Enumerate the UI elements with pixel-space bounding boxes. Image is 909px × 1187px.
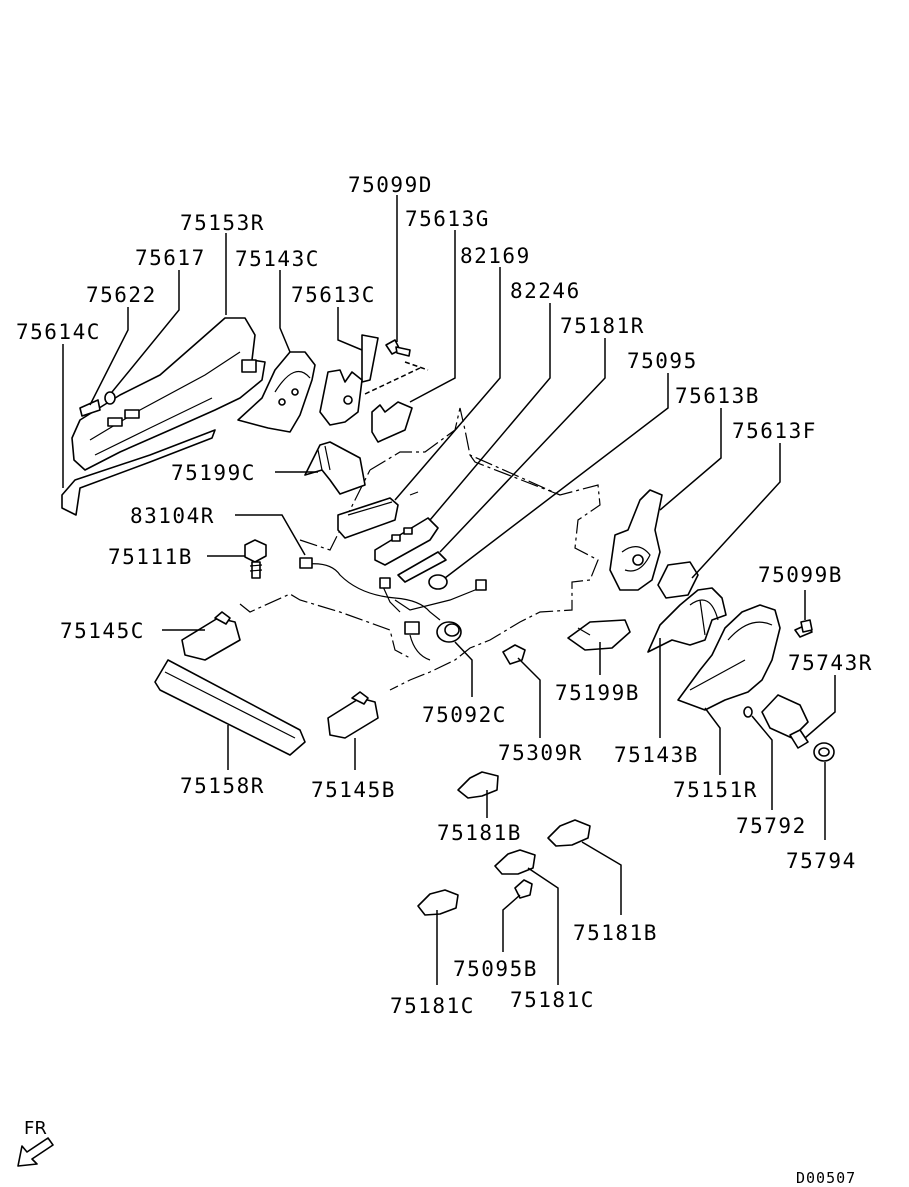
part-75145B	[327, 691, 379, 739]
label-75099D: 75099D	[348, 173, 433, 197]
part-75181R	[397, 551, 447, 583]
label-75095B: 75095B	[453, 957, 538, 981]
label-75145B: 75145B	[311, 778, 396, 802]
label-75158R: 75158R	[180, 774, 265, 798]
label-75151R: 75151R	[673, 778, 758, 802]
label-75309R: 75309R	[498, 741, 583, 765]
label-75181B-1: 75181B	[437, 821, 522, 845]
part-75181C-1	[494, 849, 536, 875]
part-75092C	[436, 621, 462, 643]
label-75743R: 75743R	[788, 651, 873, 675]
label-75092C: 75092C	[422, 703, 507, 727]
leader-lines	[62, 195, 836, 985]
part-75143B	[647, 587, 727, 653]
part-75613B	[609, 489, 663, 591]
part-75613F	[657, 561, 699, 599]
part-75099B	[794, 619, 813, 638]
label-75181C-2: 75181C	[510, 988, 595, 1012]
label-75181R: 75181R	[560, 314, 645, 338]
label-75099B: 75099B	[758, 563, 843, 587]
label-75181B-2: 75181B	[573, 921, 658, 945]
label-75199C: 75199C	[171, 461, 256, 485]
front-direction-indicator: FR	[17, 1118, 54, 1167]
label-75095: 75095	[627, 349, 698, 373]
label-82169: 82169	[460, 244, 531, 268]
part-75111B	[244, 539, 267, 579]
part-75181C-2	[417, 889, 459, 916]
label-75145C: 75145C	[60, 619, 145, 643]
label-75181C-1: 75181C	[390, 994, 475, 1018]
part-82246	[374, 517, 439, 566]
seat-frame-outline	[239, 407, 601, 691]
label-75613G: 75613G	[405, 207, 490, 231]
part-75181B-1	[457, 771, 499, 799]
part-labels: 75099D 75613G 75153R 82169 75617 75143C …	[16, 173, 873, 1018]
part-75095B	[514, 879, 533, 899]
part-75617	[104, 391, 116, 405]
label-75111B: 75111B	[108, 545, 193, 569]
part-75181B-2	[547, 819, 591, 847]
label-82246: 82246	[510, 279, 581, 303]
label-75153R: 75153R	[180, 211, 265, 235]
part-75095	[428, 574, 448, 590]
part-75199B	[567, 619, 631, 651]
part-75614C	[61, 429, 216, 516]
label-83104R: 83104R	[130, 504, 215, 528]
part-75613C	[319, 334, 379, 426]
part-75792	[743, 706, 753, 718]
front-label: FR	[24, 1118, 47, 1139]
label-75199B: 75199B	[555, 681, 640, 705]
part-75199C	[304, 441, 366, 495]
part-75099D	[385, 339, 411, 357]
label-75143C: 75143C	[235, 247, 320, 271]
part-75145C	[181, 611, 241, 661]
label-75794: 75794	[786, 849, 857, 873]
part-82169	[337, 491, 419, 539]
label-75613F: 75613F	[732, 419, 817, 443]
label-75622: 75622	[86, 283, 157, 307]
part-75613G	[371, 401, 413, 443]
label-75614C: 75614C	[16, 320, 101, 344]
label-75613C: 75613C	[291, 283, 376, 307]
part-75153R	[71, 317, 266, 471]
label-75792: 75792	[736, 814, 807, 838]
part-75158R	[154, 659, 306, 756]
part-75794	[813, 742, 835, 762]
front-arrow-icon	[17, 1137, 54, 1167]
figure-code: D00507	[796, 1169, 856, 1187]
label-75613B: 75613B	[675, 384, 760, 408]
label-75617: 75617	[135, 246, 206, 270]
part-75743R	[761, 694, 809, 749]
part-75143C	[237, 351, 316, 433]
label-75143B: 75143B	[614, 743, 699, 767]
part-75151R	[677, 604, 781, 711]
part-83104R	[299, 557, 487, 661]
